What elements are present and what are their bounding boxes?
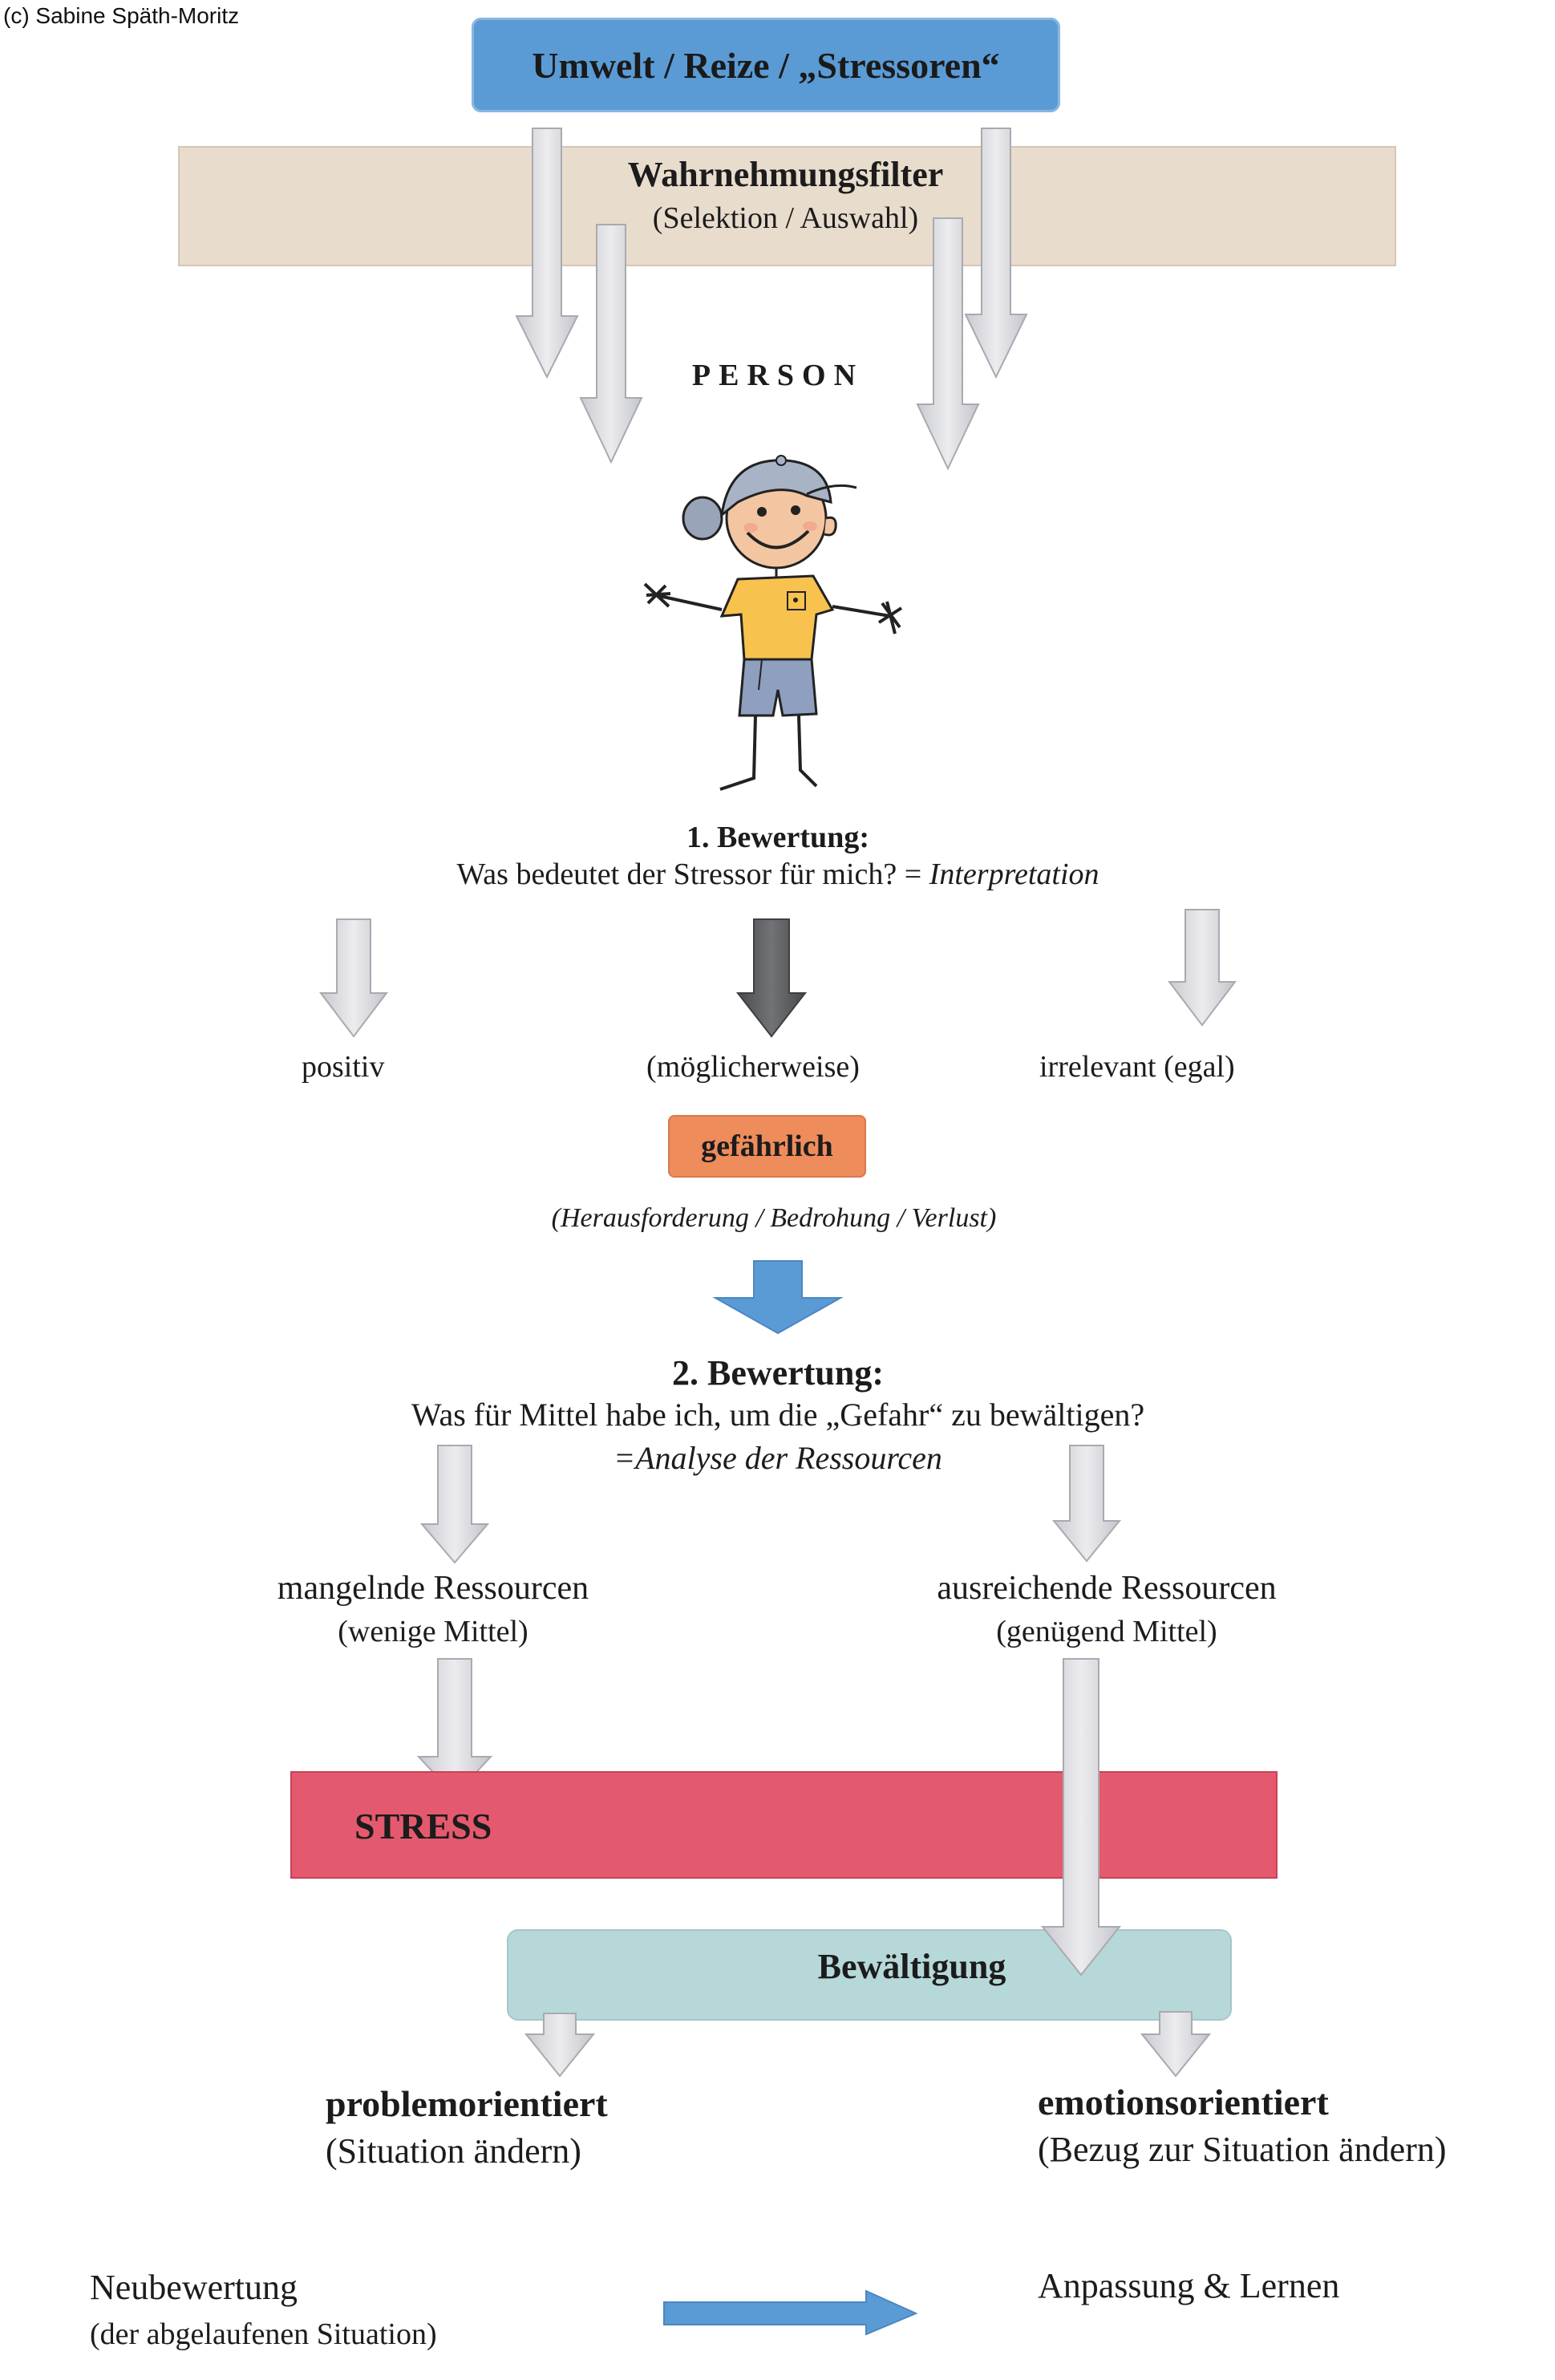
reappraisal-subtitle: (der abgelaufenen Situation) xyxy=(90,2317,437,2352)
adaptation-learning: Anpassung & Lernen xyxy=(1038,2265,1339,2306)
arrow-sufficient-to-coping xyxy=(1043,1659,1120,1975)
coping-label: Bewältigung xyxy=(507,1946,1317,1987)
emotion-focused-subtitle: (Bezug zur Situation ändern) xyxy=(1038,2129,1447,2170)
arrow-reappraisal xyxy=(664,2291,916,2334)
arrow-emotion-focused xyxy=(1142,2012,1209,2076)
reappraisal-title: Neubewertung xyxy=(90,2267,298,2308)
arrow-problem-focused xyxy=(526,2013,593,2076)
emotion-focused-title: emotionsorientiert xyxy=(1038,2081,1329,2123)
problem-focused-title: problemorientiert xyxy=(326,2082,608,2125)
problem-focused-subtitle: (Situation ändern) xyxy=(326,2131,581,2171)
